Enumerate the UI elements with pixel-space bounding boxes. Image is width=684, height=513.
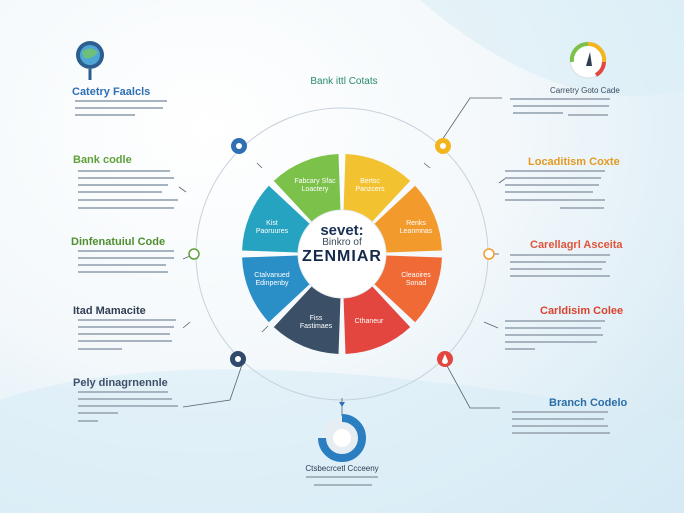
center-top-label: Bank ittl Cotats <box>310 76 378 87</box>
ring-segment-4 <box>343 286 411 354</box>
node-left-dot-icon <box>188 248 200 260</box>
segment-label-4: Cthaneur <box>354 318 384 325</box>
segment-label-6: Ctalvanued Edinpenby <box>254 272 290 287</box>
center-circle <box>298 210 386 298</box>
ring-segment-7 <box>242 185 310 253</box>
brand-line-2: Binkro of <box>322 237 362 248</box>
left-section-title-5: Pely dinagrnennle <box>73 377 168 389</box>
segment-label-0: Fabcary Sfac Loactery <box>294 178 336 193</box>
segment-label-7: Kist Paoruures <box>255 220 289 235</box>
ring-segment-5 <box>273 286 341 354</box>
ring-segment-1 <box>343 154 411 222</box>
center-brand: sevet: Binkro of ZENMIAR <box>296 222 388 266</box>
right-section-title-2: Locaditism Coxte <box>528 156 620 168</box>
ring-nodes <box>188 138 495 367</box>
segment-label-2: Renks Leanmnas <box>399 220 433 235</box>
right-section-title-1: Carretry Goto Cade <box>550 86 620 95</box>
ring-segment-3 <box>374 255 442 323</box>
globe-search-icon <box>76 41 104 80</box>
segment-label-3: Cleaoires Sonad <box>401 272 431 287</box>
donut-chart-icon <box>318 398 366 462</box>
segments-ring <box>242 154 442 354</box>
right-section-title-3: Carellagrl Asceita <box>530 239 623 251</box>
gauge-icon <box>569 41 607 79</box>
brand-line-1: sevet: <box>320 222 364 239</box>
segment-label-1: Bertsc Panzcers <box>355 178 385 193</box>
left-connectors <box>178 162 269 408</box>
right-section-title-5: Branch Codelo <box>549 397 628 409</box>
left-section-title-2: Bank codle <box>73 154 132 166</box>
ring-segment-2 <box>374 185 442 253</box>
left-section-title-3: Dinfenatuiul Code <box>71 236 166 248</box>
bottom-title: Ctsbecrcetl Ccceeny <box>305 464 379 473</box>
right-section-title-4: Carldisim Colee <box>540 305 624 317</box>
left-section-title-4: Itad Mamacite <box>73 305 146 317</box>
node-right-dot-icon <box>483 248 495 260</box>
ring-segment-6 <box>242 255 310 323</box>
left-section-title-1: Catetry Faalcls <box>72 86 151 98</box>
segment-label-5: Fiss Fastimaes <box>299 315 333 330</box>
ring-segment-0 <box>273 154 341 222</box>
brand-line-3: ZENMIAR <box>302 248 382 265</box>
